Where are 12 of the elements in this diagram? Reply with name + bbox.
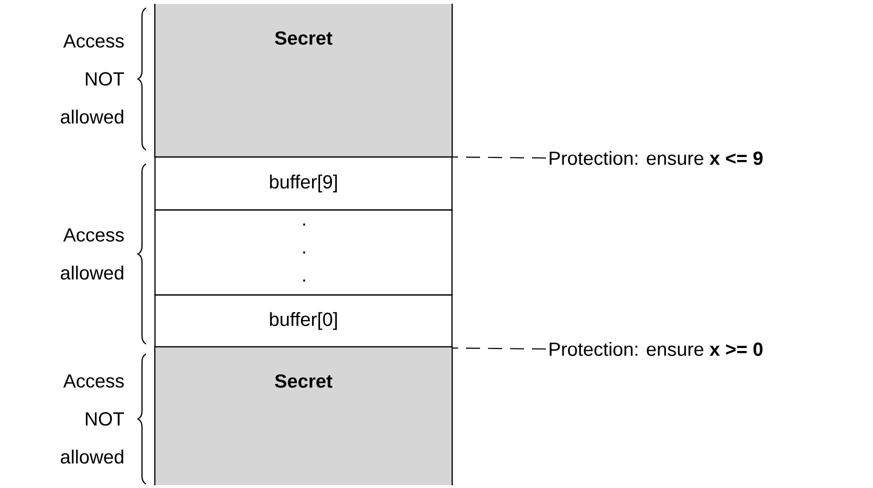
memory-region: Secret <box>154 4 453 158</box>
memory-cell: buffer[9] <box>154 156 453 211</box>
memory-cell: . . . <box>154 209 453 296</box>
leader-line <box>452 347 546 350</box>
access-label: Access allowed <box>60 228 124 280</box>
memory-cell: buffer[0] <box>154 294 453 348</box>
memory-region: Secret <box>154 346 453 486</box>
access-label: Access NOT allowed <box>60 374 124 464</box>
protection-note: Protection: ensure x <= 9 <box>550 151 763 165</box>
access-label: Access NOT allowed <box>60 34 124 124</box>
leader-line <box>452 156 546 159</box>
protection-note: Protection: ensure x >= 0 <box>550 342 763 356</box>
